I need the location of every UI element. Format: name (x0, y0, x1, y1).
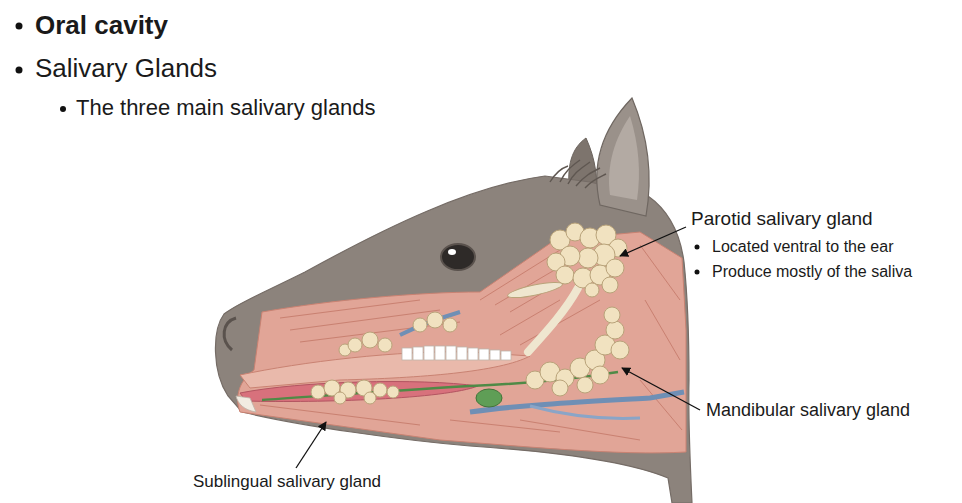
mane (550, 160, 606, 188)
heading-bullet: Oral cavity (35, 10, 168, 41)
sub-bullet: The three main salivary glands (76, 95, 376, 121)
inner-ear (609, 116, 639, 200)
sublingual-gland (311, 380, 399, 404)
teeth (402, 346, 511, 360)
nostril (224, 318, 236, 350)
vessel (530, 406, 640, 418)
leader-line (296, 422, 326, 468)
leader-line (620, 227, 686, 256)
eye (441, 244, 475, 270)
parotid-duct (528, 288, 578, 352)
part-label: Sublingual salivary gland (193, 472, 381, 492)
leader-line (622, 368, 700, 410)
ear (597, 98, 649, 216)
note-bullet: Produce mostly of the saliva (712, 262, 912, 281)
leader-lines (296, 227, 700, 468)
incisors (236, 396, 256, 412)
vessel (470, 392, 684, 412)
zygomatic-gland (507, 279, 564, 300)
head-outline (215, 176, 692, 503)
note-bullet: Located ventral to the ear (712, 237, 893, 256)
part-label: Mandibular salivary gland (706, 400, 910, 422)
facial-muscles (238, 232, 686, 453)
buccal-glands (339, 312, 457, 356)
bullets (16, 23, 700, 275)
heading-bullet: Salivary Glands (35, 53, 217, 84)
vessel (400, 312, 460, 335)
eye-highlight (448, 249, 456, 255)
part-label: Parotid salivary gland (691, 208, 873, 231)
mandibular-gland (526, 307, 629, 396)
lymph-node (476, 389, 502, 407)
